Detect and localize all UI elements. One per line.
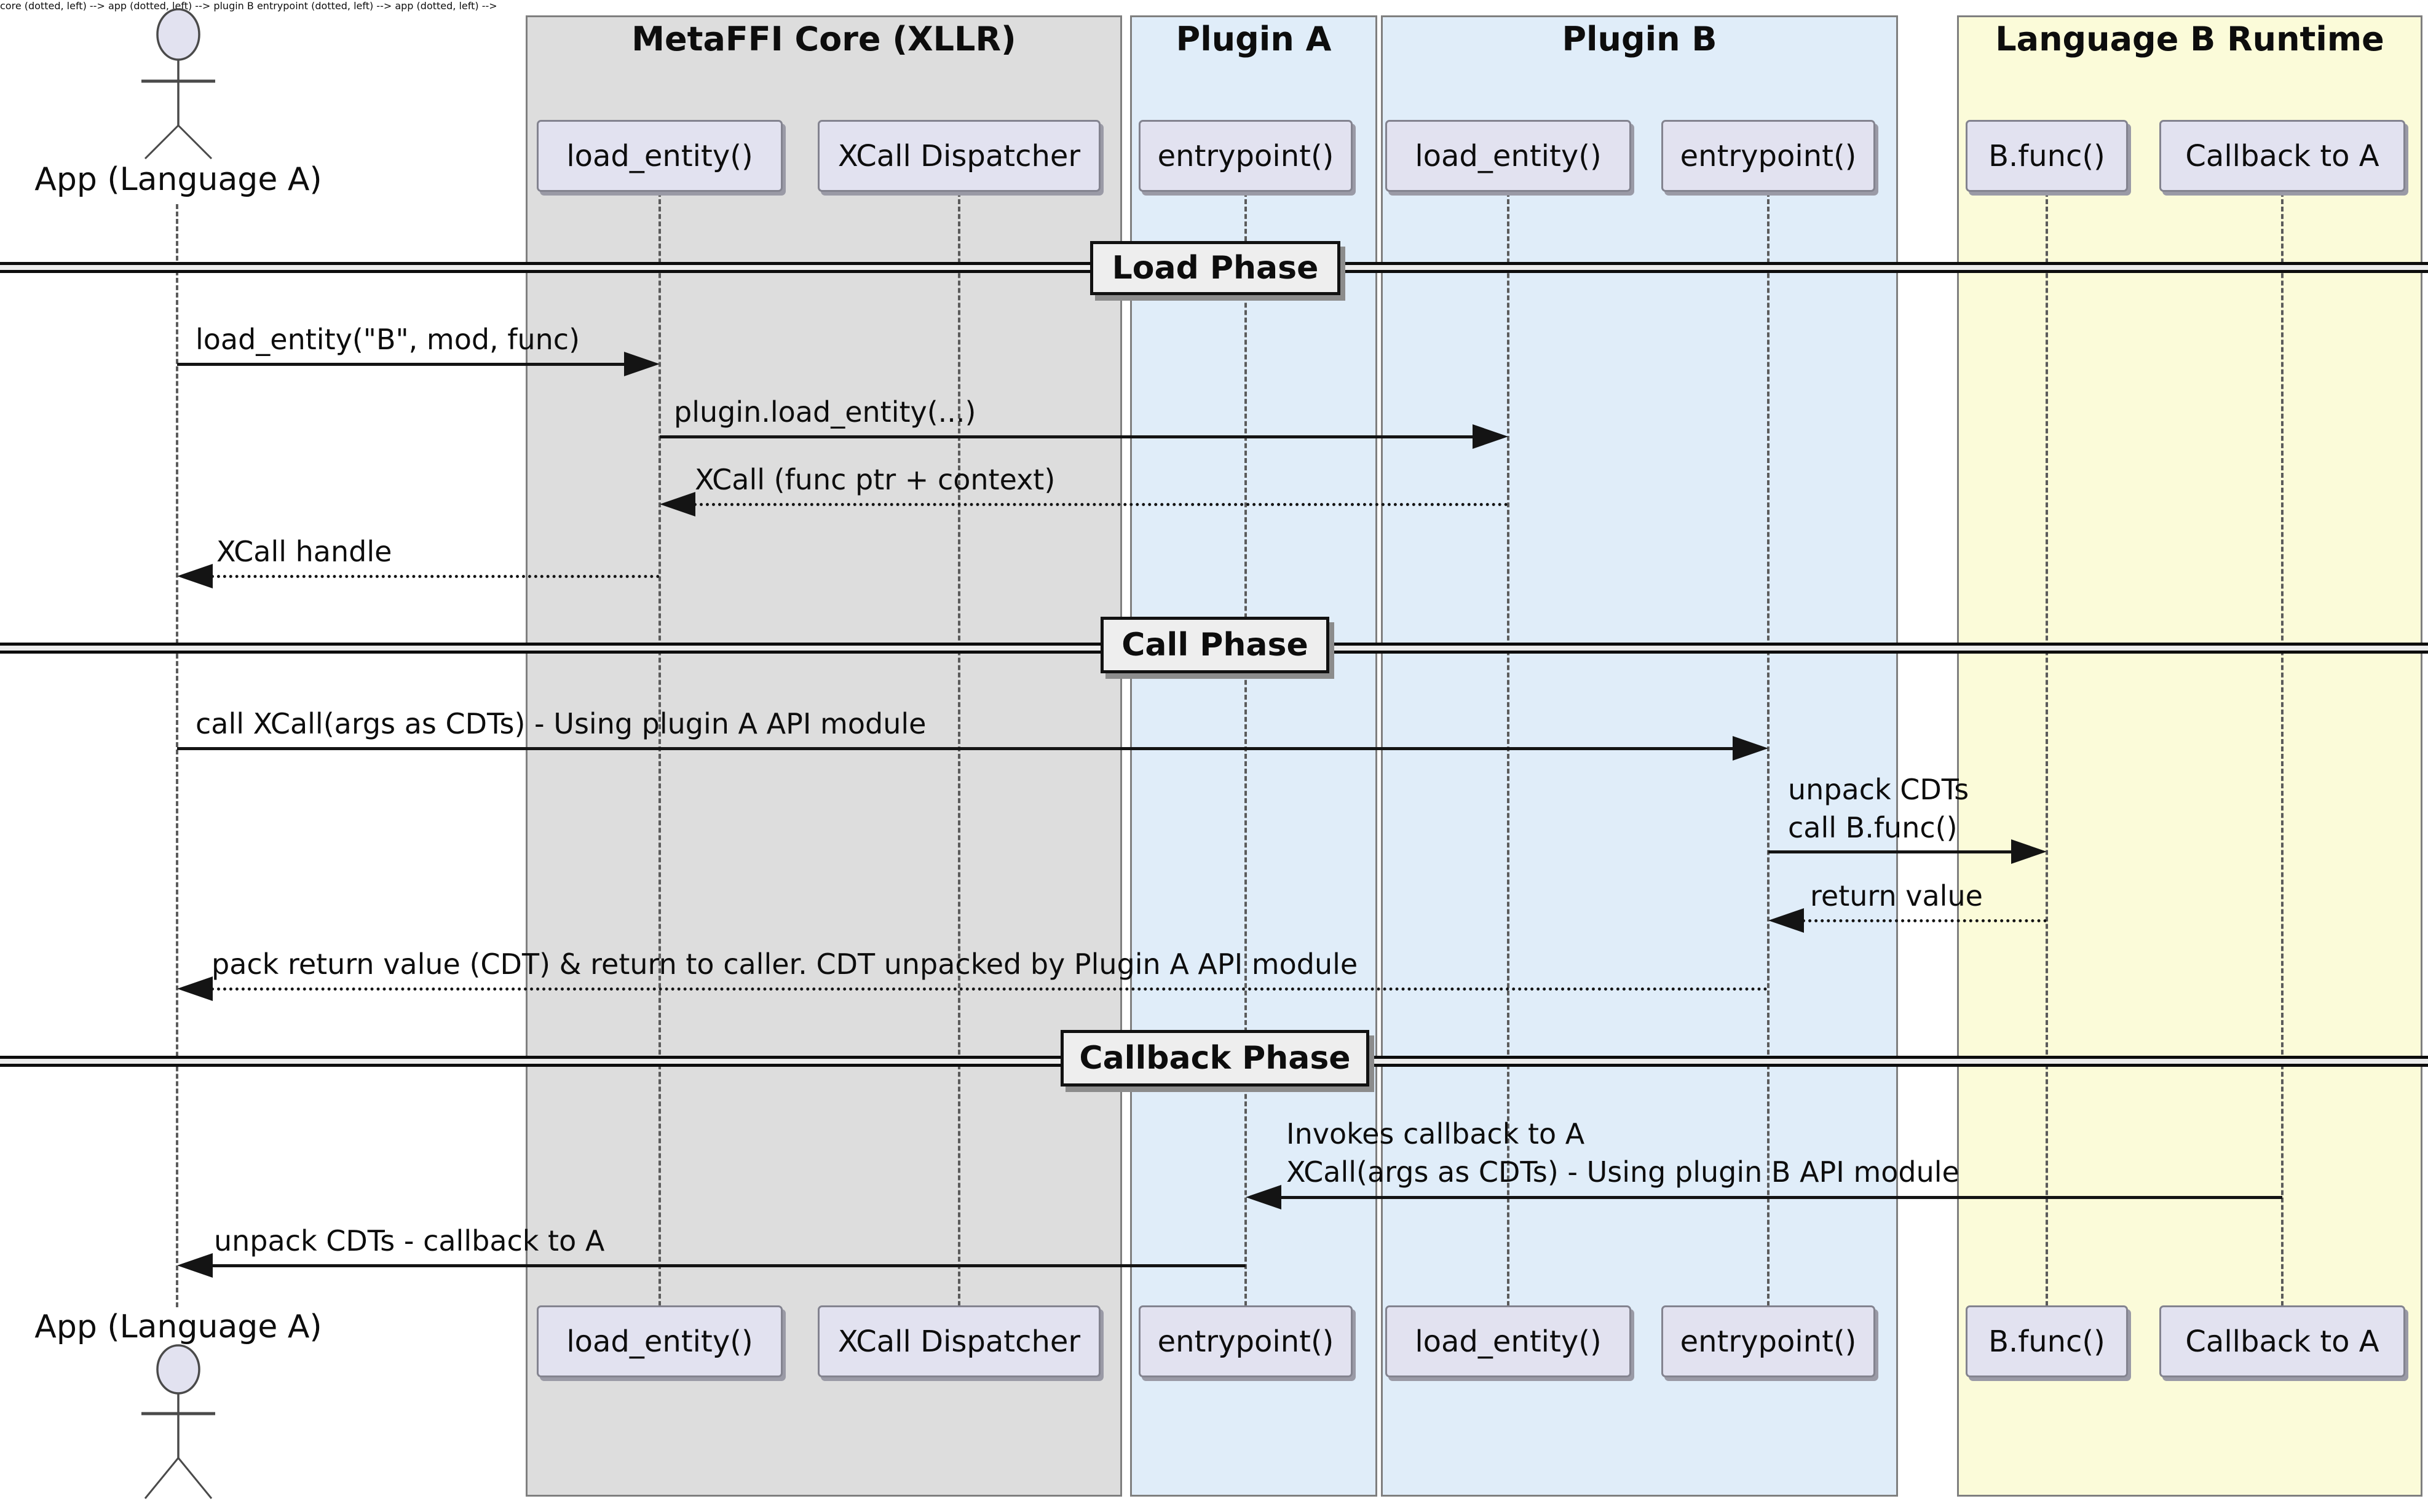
message-label: load_entity("B", mod, func) — [196, 323, 580, 356]
message-label: call B.func() — [1788, 811, 1958, 844]
message-line — [1279, 1196, 2282, 1199]
message-line — [211, 1264, 1246, 1267]
message-label: XCall (func ptr + context) — [695, 463, 1056, 496]
participant-plugin-b-entrypoint-top: entrypoint() — [1661, 120, 1875, 192]
message-label: unpack CDTs - callback to A — [214, 1224, 605, 1257]
arrowhead-right-icon — [2011, 839, 2047, 864]
arrowhead-left-icon — [177, 1253, 213, 1278]
message-line — [1768, 850, 2013, 853]
box-title-plugin-b: Plugin B — [1562, 20, 1717, 58]
box-plugin-a — [1130, 15, 1377, 1497]
message-line — [1802, 919, 2047, 922]
message-line — [177, 747, 1733, 750]
arrowhead-left-icon — [1768, 908, 1804, 933]
arrowhead-right-icon — [624, 352, 660, 376]
arrowhead-left-icon — [660, 492, 695, 517]
arrowhead-right-icon — [1473, 424, 1508, 449]
message-label: Invokes callback to A — [1286, 1117, 1585, 1150]
lifeline-plugin-b-entrypoint — [1767, 192, 1770, 1306]
message-label: pack return value (CDT) & return to call… — [212, 948, 1358, 981]
phase-label-call: Call Phase — [1101, 617, 1329, 673]
message-line — [211, 575, 660, 578]
arrowhead-right-icon — [1733, 736, 1768, 761]
arrowhead-left-icon — [177, 976, 213, 1001]
participant-plugin-b-entrypoint-bottom: entrypoint() — [1661, 1305, 1875, 1377]
message-line — [660, 435, 1474, 438]
phase-label-load: Load Phase — [1090, 241, 1340, 295]
message-label: return value — [1810, 879, 1983, 912]
message-label: plugin.load_entity(...) — [674, 395, 976, 429]
box-title-language-b-runtime: Language B Runtime — [1995, 20, 2384, 58]
message-label: call XCall(args as CDTs) - Using plugin … — [196, 707, 927, 740]
participant-callback-to-a-top: Callback to A — [2159, 120, 2405, 192]
participant-plugin-a-entrypoint-bottom: entrypoint() — [1139, 1305, 1353, 1377]
box-metaffi-core — [526, 15, 1122, 1497]
participant-b-func-top: B.func() — [1966, 120, 2128, 192]
arrowhead-left-icon — [177, 564, 213, 588]
participant-b-func-bottom: B.func() — [1966, 1305, 2128, 1377]
box-title-metaffi-core: MetaFFI Core (XLLR) — [631, 20, 1016, 58]
participant-plugin-b-load-entity-top: load_entity() — [1385, 120, 1631, 192]
phase-label-callback: Callback Phase — [1061, 1030, 1369, 1087]
box-plugin-b — [1381, 15, 1898, 1497]
lifeline-b-func — [2046, 192, 2048, 1306]
participant-plugin-b-load-entity-bottom: load_entity() — [1385, 1305, 1631, 1377]
message-label: XCall handle — [216, 535, 392, 568]
message-line — [211, 988, 1768, 991]
box-language-b-runtime — [1957, 15, 2422, 1497]
participant-xcall-dispatcher-bottom: XCall Dispatcher — [818, 1305, 1101, 1377]
message-label: XCall(args as CDTs) - Using plugin B API… — [1286, 1155, 1959, 1189]
actor-label-top: App (Language A) — [34, 161, 322, 198]
lifeline-callback-to-a — [2281, 192, 2284, 1306]
actor-label-bottom: App (Language A) — [34, 1308, 322, 1345]
participant-callback-to-a-bottom: Callback to A — [2159, 1305, 2405, 1377]
lifeline-app — [176, 204, 178, 1307]
message-line — [177, 363, 626, 366]
participant-core-load-entity-bottom: load_entity() — [537, 1305, 783, 1377]
arrowhead-left-icon — [1246, 1185, 1281, 1209]
actor-figure-top — [141, 8, 215, 160]
participant-xcall-dispatcher-top: XCall Dispatcher — [818, 120, 1101, 192]
actor-figure-bottom — [141, 1344, 215, 1499]
box-title-plugin-a: Plugin A — [1176, 20, 1332, 58]
message-line — [694, 503, 1508, 506]
message-label: unpack CDTs — [1788, 773, 1969, 806]
participant-core-load-entity-top: load_entity() — [537, 120, 783, 192]
participant-plugin-a-entrypoint-top: entrypoint() — [1139, 120, 1353, 192]
